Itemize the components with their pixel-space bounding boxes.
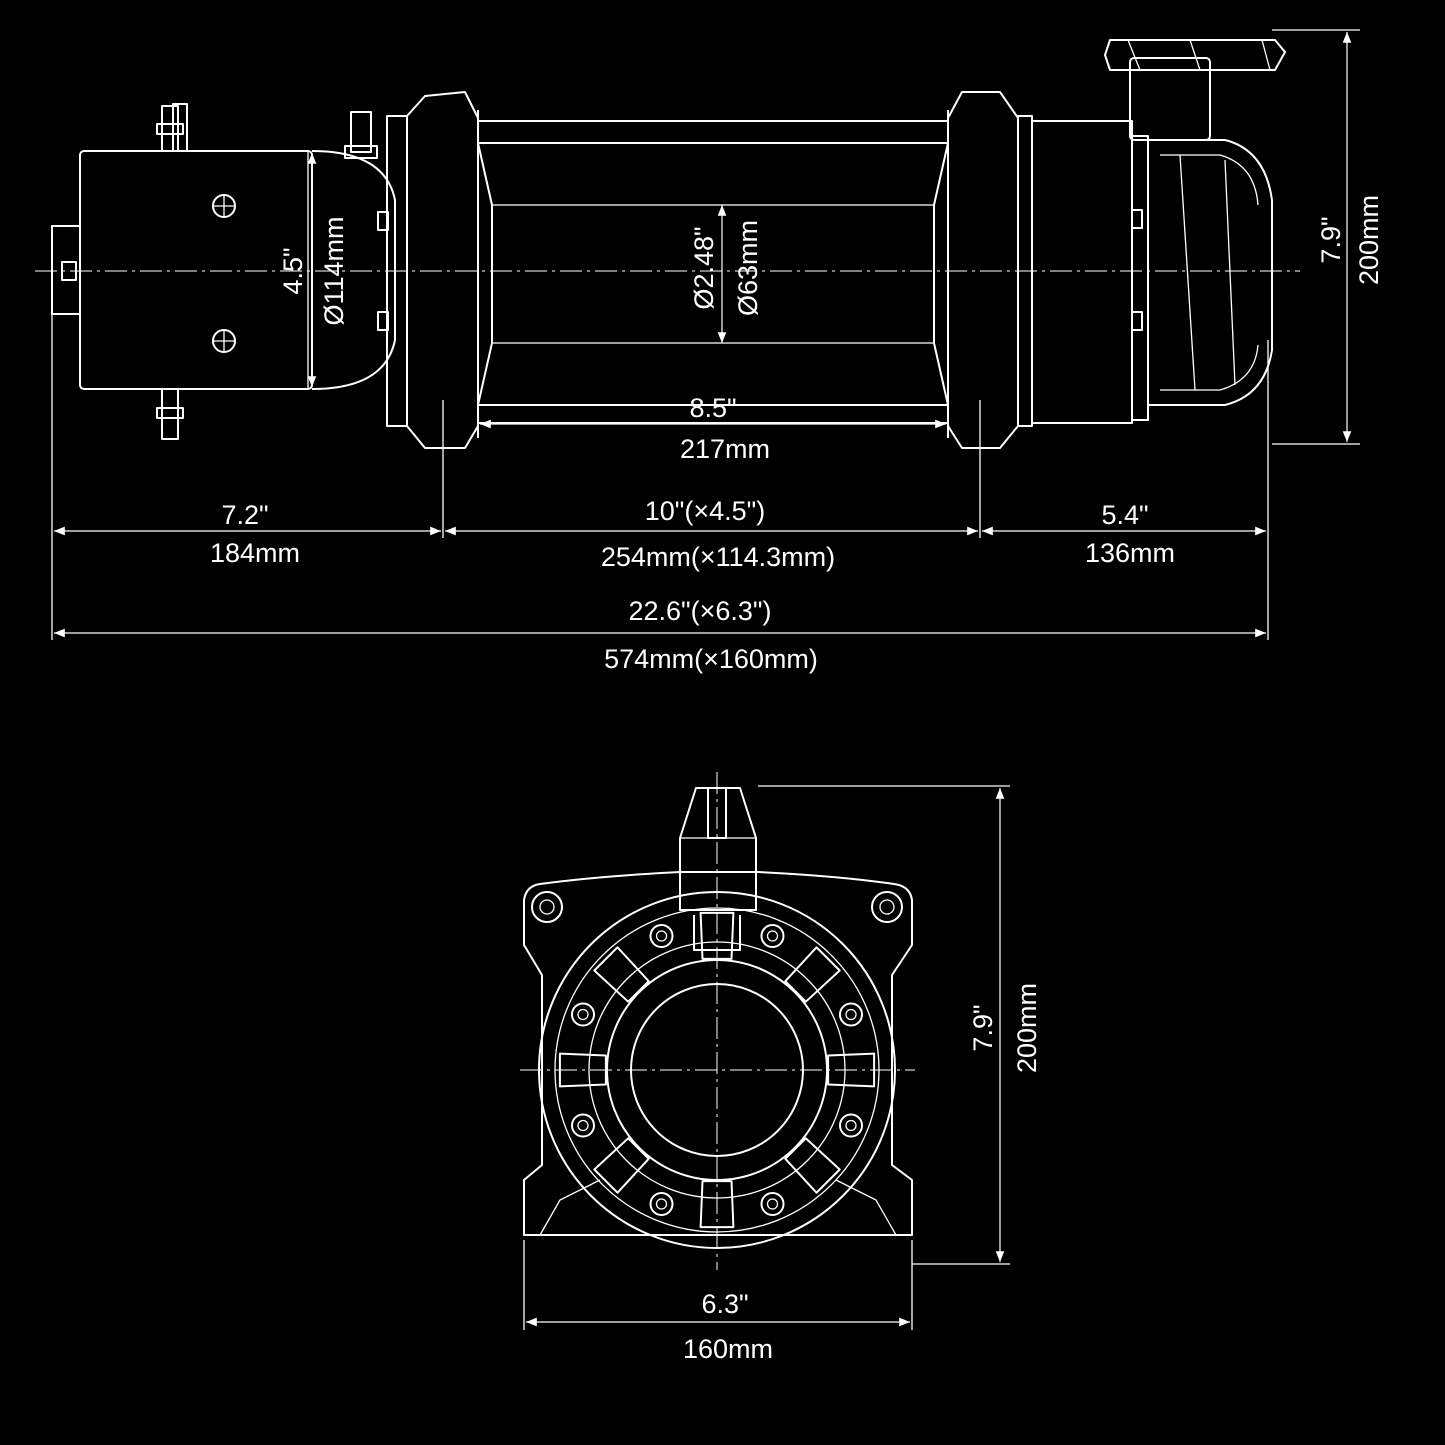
motor-diameter-in-label: 4.5" (278, 247, 308, 294)
motor-diameter-mm-label: Ø114mm (319, 216, 349, 325)
flange-bolt-icon (839, 1002, 863, 1027)
gearbox-flange (1131, 135, 1149, 421)
power-terminal-post (161, 105, 179, 152)
flange-outer-ring (538, 891, 896, 1249)
flange-rib-pocket (593, 1137, 650, 1194)
clutch-lever (1129, 57, 1211, 141)
flange-bolt-hole (845, 1008, 857, 1021)
left-end-bearing (377, 91, 479, 449)
motor-length-mm-label: 184mm (210, 538, 300, 568)
flange-rib-pocket (784, 946, 841, 1003)
end-width-in-label: 6.3" (701, 1289, 748, 1319)
drum-diameter-mm-label: Ø63mm (733, 220, 763, 316)
flange-bolt-icon (649, 924, 674, 948)
flange-rib-pocket (827, 1052, 876, 1088)
flange-bolt-icon (649, 1192, 674, 1216)
drum-length-mm-label: 217mm (680, 434, 770, 464)
drum-diameter-in-label: Ø2.48" (689, 226, 719, 309)
bearing-housing (406, 91, 479, 449)
end-clutch-knob (679, 787, 757, 872)
flange-bolt-hole (766, 930, 779, 942)
flange-bolt-hole (845, 1119, 857, 1132)
end-height-mm-label: 200mm (1012, 983, 1042, 1073)
gearbox-length-in-label: 5.4" (1101, 500, 1148, 530)
right-end-bearing (947, 91, 1033, 449)
flange-bolt-circle (571, 924, 863, 1216)
gearbox-spacer (1031, 120, 1133, 424)
flange-bolt-icon (760, 1192, 785, 1216)
gearbox-length-mm-label: 136mm (1085, 538, 1175, 568)
gearbox-housing (1147, 139, 1273, 406)
flange-rib-pocket (558, 1052, 607, 1088)
flange-bolt-icon (839, 1113, 863, 1138)
clutch-handle (1104, 39, 1286, 71)
drum-taper-right (933, 142, 949, 406)
motor-flange (311, 150, 396, 390)
bearing-housing (947, 91, 1019, 449)
end-view: 7.9" 200mm 6.3" 160mm (520, 772, 1042, 1364)
height-mm-label: 200mm (1354, 195, 1384, 285)
flange-bolt-icon (571, 1113, 595, 1138)
power-terminal-post (161, 388, 179, 440)
mount-spacing-mm-label: 254mm(×114.3mm) (601, 542, 835, 572)
flange-bolt-hole (577, 1119, 589, 1132)
flange-ribs (558, 911, 876, 1229)
corner-bolt-icon (871, 891, 903, 923)
side-view: 4.5" Ø114mm Ø2.48" Ø63mm 8.5" 217mm 7.2"… (35, 29, 1384, 674)
flange-inner-ring (606, 959, 828, 1181)
flange-bolt-icon (760, 924, 785, 948)
flange-rib-pocket (699, 911, 735, 960)
flange-bolt-icon (571, 1002, 595, 1027)
motor-end-stud (61, 261, 77, 281)
flange-bolt-hole (766, 1198, 779, 1210)
overall-length-in-label: 22.6"(×6.3") (628, 596, 771, 626)
end-housing (523, 871, 913, 1236)
drum-taper-left (477, 142, 493, 406)
end-clutch-base (679, 872, 757, 911)
flange-rib-pocket (699, 1180, 735, 1229)
flange-rib-pocket (784, 1137, 841, 1194)
drum-length-in-label: 8.5" (689, 393, 736, 423)
flange-bolt-hole (577, 1008, 589, 1021)
gearbox (1031, 39, 1286, 424)
drum-bore (630, 983, 804, 1157)
breather-stud (350, 111, 372, 153)
flange-bolt-hole (655, 1198, 668, 1210)
overall-length-mm-label: 574mm(×160mm) (604, 644, 818, 674)
flange-rib-pocket (593, 946, 650, 1003)
flange-bolt-hole (655, 930, 668, 942)
corner-bolt-icon (531, 891, 563, 923)
end-width-mm-label: 160mm (683, 1334, 773, 1364)
mount-spacing-in-label: 10"(×4.5") (645, 496, 766, 526)
end-height-in-label: 7.9" (968, 1004, 998, 1051)
height-in-label: 7.9" (1316, 216, 1346, 263)
motor-length-in-label: 7.2" (221, 500, 268, 530)
